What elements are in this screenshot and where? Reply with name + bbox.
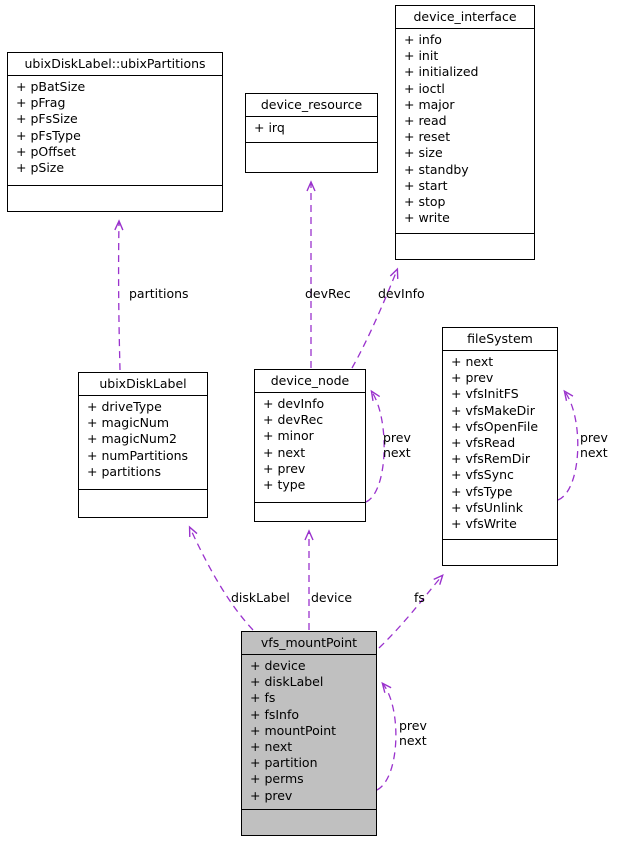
class-box-vfs-mountpoint[interactable]: vfs_mountPoint + device + diskLabel + fs… <box>241 631 377 836</box>
class-methods-vfs-mountpoint <box>242 810 376 834</box>
class-methods-device-node <box>255 503 365 527</box>
attribute-row: + prev <box>451 370 494 386</box>
attribute-row: + prev <box>263 460 306 476</box>
class-attrs-device-resource: + irq <box>246 117 377 143</box>
attribute-row: + devInfo <box>263 396 325 411</box>
edge-filesystem-self <box>557 389 579 501</box>
attribute-row: + type <box>263 477 306 493</box>
attribute-row: + standby <box>404 161 469 177</box>
edge-label-devrec: devRec <box>305 286 351 301</box>
edge-label-disklabel: diskLabel <box>231 590 290 605</box>
attribute-row: + major <box>404 96 455 112</box>
attribute-row: + fsInfo <box>250 706 300 722</box>
class-title-file-system: fileSystem <box>443 328 557 351</box>
attribute-row: + diskLabel <box>250 674 324 690</box>
attribute-row: + pFsSize <box>16 111 78 127</box>
attribute-row: + magicNum <box>87 415 170 431</box>
attribute-row: + vfsType <box>451 483 513 499</box>
attribute-row: + driveType <box>87 399 162 414</box>
class-title-device-resource: device_resource <box>246 94 377 117</box>
attribute-row: + pBatSize <box>16 79 86 94</box>
edge-partitions <box>114 219 124 371</box>
attribute-row: + stop <box>404 194 446 210</box>
edge-label-device: device <box>311 590 353 605</box>
class-title-device-node: device_node <box>255 370 365 393</box>
edge-label-prev-next-mountpoint: prev next <box>399 718 427 748</box>
class-box-device-interface[interactable]: device_interface + info + init + initial… <box>395 5 535 260</box>
class-box-ubix-partitions[interactable]: ubixDiskLabel::ubixPartitions + pBatSize… <box>7 52 223 212</box>
class-box-ubix-disk-label[interactable]: ubixDiskLabel + driveType + magicNum + m… <box>78 372 208 518</box>
edge-label-devinfo: devInfo <box>378 286 425 301</box>
edge-disklabel <box>188 525 254 631</box>
class-box-device-resource[interactable]: device_resource + irq <box>245 93 378 173</box>
edge-mountpoint-self <box>376 681 397 791</box>
attribute-row: + partition <box>250 755 318 771</box>
class-attrs-file-system: + next + prev + vfsInitFS + vfsMakeDir +… <box>443 351 557 540</box>
attribute-row: + vfsUnlink <box>451 499 523 515</box>
class-methods-ubix-partitions <box>8 186 222 210</box>
attribute-row: + initialized <box>404 64 479 80</box>
class-attrs-ubix-partitions: + pBatSize + pFrag + pFsSize + pFsType +… <box>8 76 222 186</box>
attribute-row: + devRec <box>263 412 324 428</box>
attribute-row: + pFsType <box>16 127 81 143</box>
class-attrs-device-node: + devInfo + devRec + minor + next + prev… <box>255 393 365 503</box>
class-attrs-ubix-disk-label: + driveType + magicNum + magicNum2 + num… <box>79 396 207 490</box>
attribute-row: + ioctl <box>404 80 445 96</box>
attribute-row: + reset <box>404 129 451 145</box>
attribute-row: + partitions <box>87 463 162 479</box>
attribute-row: + perms <box>250 771 304 787</box>
attribute-row: + numPartitions <box>87 447 189 463</box>
attribute-row: + pFrag <box>16 95 66 111</box>
attribute-row: + vfsOpenFile <box>451 418 539 434</box>
attribute-row: + pOffset <box>16 143 76 159</box>
attribute-row: + minor <box>263 428 314 444</box>
attribute-row: + vfsMakeDir <box>451 402 535 418</box>
class-box-device-node[interactable]: device_node + devInfo + devRec + minor +… <box>254 369 366 522</box>
attribute-row: + device <box>250 658 306 673</box>
edge-label-fs: fs <box>414 590 425 605</box>
edge-devicenode-self <box>365 389 385 503</box>
edge-devinfo <box>351 267 399 369</box>
attribute-row: + start <box>404 177 448 193</box>
attribute-row: + mountPoint <box>250 722 337 738</box>
class-title-ubix-partitions: ubixDiskLabel::ubixPartitions <box>8 53 222 76</box>
class-methods-ubix-disk-label <box>79 490 207 514</box>
attribute-row: + next <box>250 739 293 755</box>
attribute-row: + pSize <box>16 160 65 176</box>
edge-label-partitions: partitions <box>129 286 189 301</box>
attribute-row: + next <box>451 354 494 369</box>
attribute-row: + info <box>404 32 442 47</box>
attribute-row: + vfsWrite <box>451 516 517 532</box>
class-attrs-device-interface: + info + init + initialized + ioctl + ma… <box>396 29 534 234</box>
attribute-row: + size <box>404 145 443 161</box>
edge-fs <box>378 573 444 649</box>
attribute-row: + irq <box>254 120 285 135</box>
attribute-row: + next <box>263 444 306 460</box>
edge-label-prev-next-file-system: prev next <box>580 430 608 460</box>
class-title-device-interface: device_interface <box>396 6 534 29</box>
attribute-row: + vfsInitFS <box>451 386 519 402</box>
attribute-row: + init <box>404 48 439 64</box>
attribute-row: + prev <box>250 787 293 803</box>
attribute-row: + write <box>404 210 450 226</box>
attribute-row: + vfsSync <box>451 467 514 483</box>
attribute-row: + fs <box>250 690 276 706</box>
class-methods-device-interface <box>396 234 534 258</box>
class-attrs-vfs-mountpoint: + device + diskLabel + fs + fsInfo + mou… <box>242 655 376 810</box>
attribute-row: + magicNum2 <box>87 431 177 447</box>
class-box-file-system[interactable]: fileSystem + next + prev + vfsInitFS + v… <box>442 327 558 566</box>
edge-label-prev-next-device-node: prev next <box>383 430 411 460</box>
attribute-row: + vfsRead <box>451 435 516 451</box>
class-title-ubix-disk-label: ubixDiskLabel <box>79 373 207 396</box>
attribute-row: + vfsRemDir <box>451 451 530 467</box>
attribute-row: + read <box>404 113 447 129</box>
class-title-vfs-mountpoint: vfs_mountPoint <box>242 632 376 655</box>
class-methods-device-resource <box>246 143 377 167</box>
class-methods-file-system <box>443 540 557 564</box>
